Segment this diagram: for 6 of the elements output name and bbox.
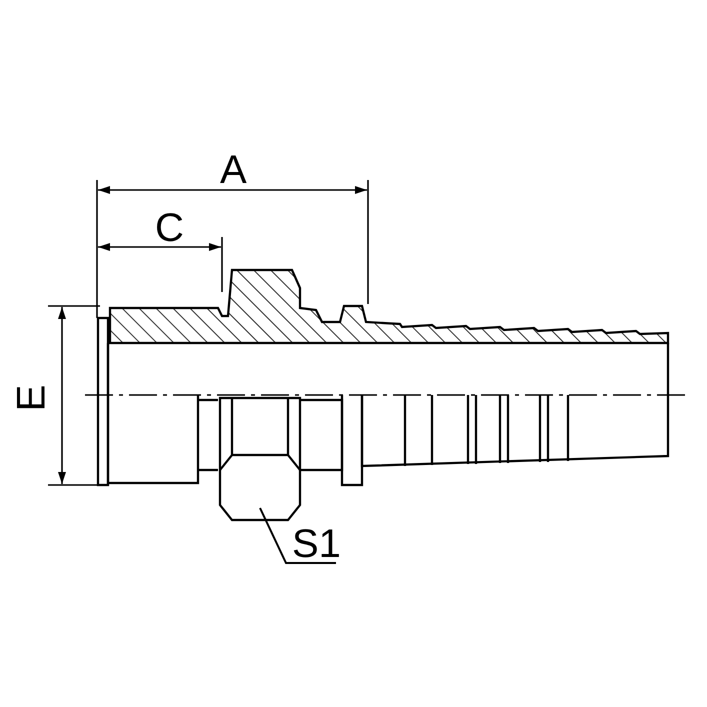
dimension-label: C bbox=[155, 208, 184, 248]
leader-line bbox=[259, 508, 336, 564]
dimension-label: A bbox=[220, 150, 247, 190]
hex-nut-drawing bbox=[218, 396, 302, 522]
dimension-label: E bbox=[11, 384, 52, 412]
part-label: S1 bbox=[292, 524, 341, 564]
